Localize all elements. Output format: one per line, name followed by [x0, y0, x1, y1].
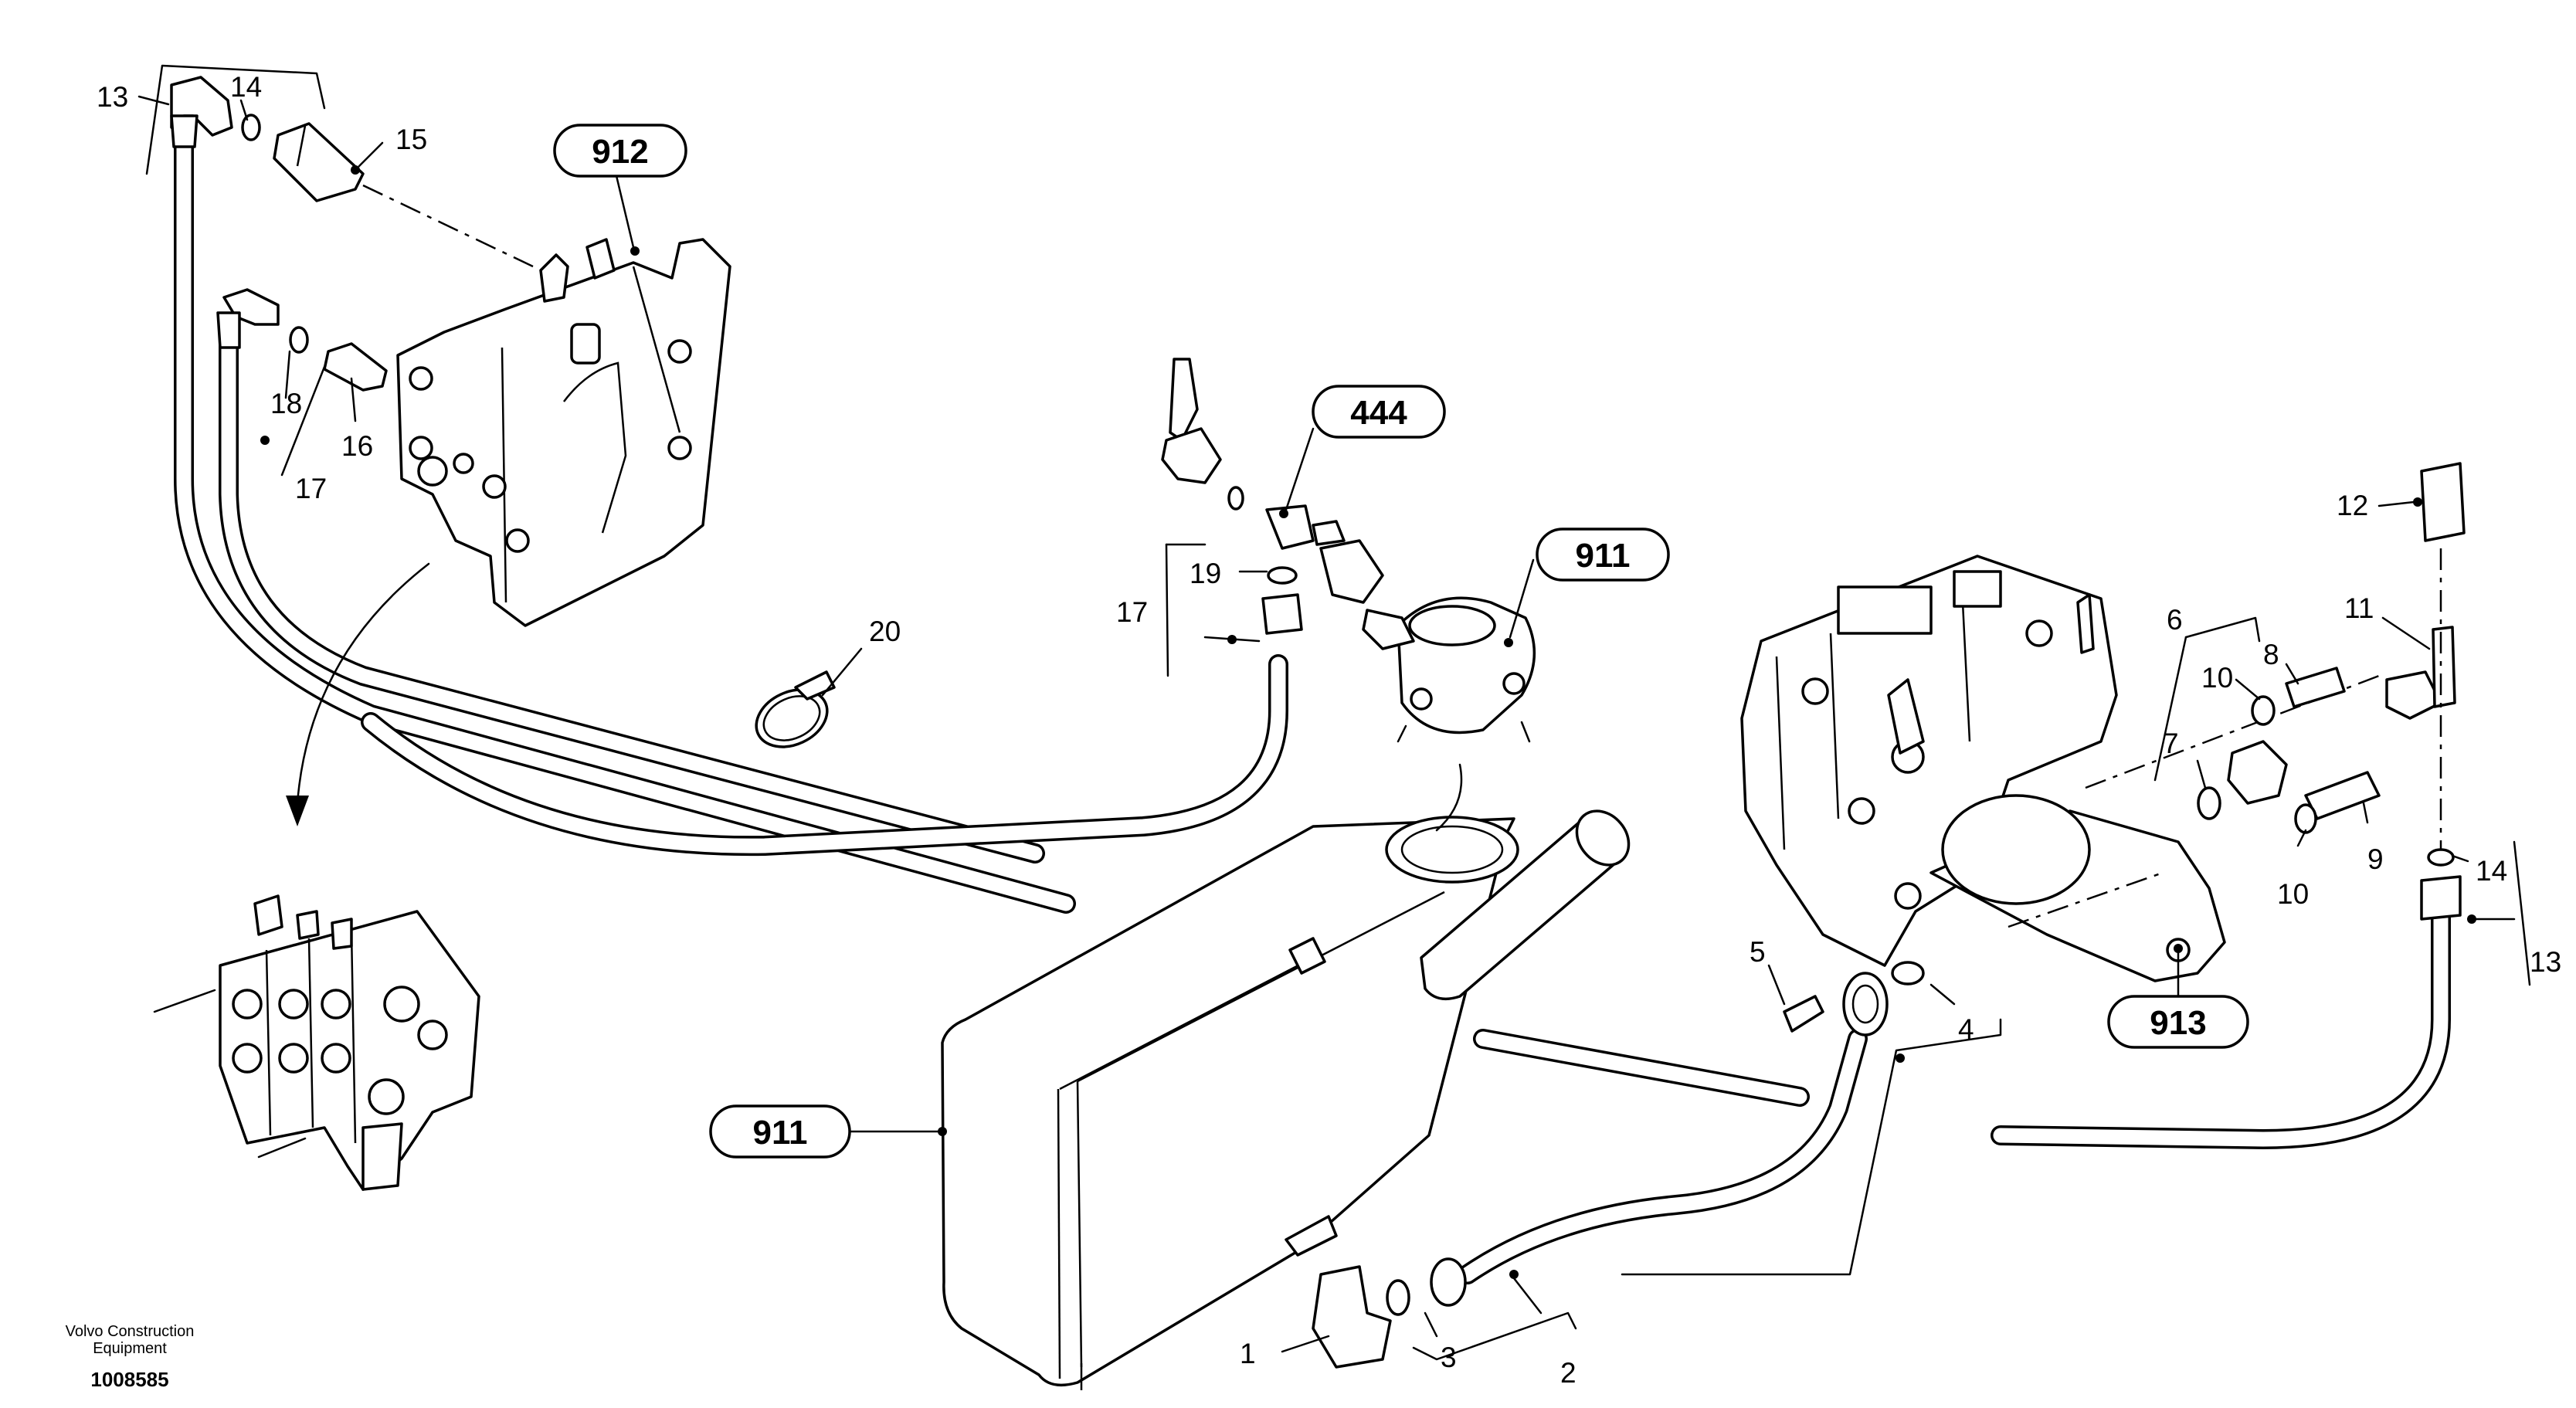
callout-12: 12 — [2337, 490, 2368, 521]
callout-15: 15 — [395, 124, 427, 155]
valve-bank — [153, 894, 480, 1191]
leader-lines — [137, 64, 2531, 1361]
group-ref-911-tank: 911 — [709, 1104, 851, 1159]
group-ref-911-top: 911 — [1536, 528, 1670, 582]
group-ref-912: 912 — [553, 124, 687, 178]
tank-outlet-fittings — [1312, 1257, 1467, 1369]
callout-10-top: 10 — [2201, 662, 2233, 694]
hydraulic-tank — [941, 809, 1631, 1390]
callout-3: 3 — [1441, 1342, 1457, 1373]
callout-20: 20 — [869, 616, 901, 647]
footer: Volvo Construction Equipment 1008585 — [66, 1323, 195, 1391]
drawing-number: 1008585 — [90, 1368, 168, 1391]
callout-14-right: 14 — [2476, 855, 2507, 887]
fittings-top-left — [170, 76, 534, 392]
callout-13-right: 13 — [2530, 946, 2561, 978]
callout-19: 19 — [1190, 558, 1221, 589]
callout-17-middle: 17 — [1116, 596, 1148, 628]
group-ref-913-label: 913 — [2150, 1004, 2206, 1042]
callout-4: 4 — [1958, 1013, 1974, 1045]
group-ref-911-tank-label: 911 — [753, 1114, 808, 1152]
callout-17-left: 17 — [295, 473, 327, 504]
callout-2: 2 — [1560, 1357, 1576, 1389]
group-ref-912-label: 912 — [592, 133, 648, 171]
control-valve-912 — [396, 238, 731, 627]
hoses — [174, 114, 2451, 1284]
callout-18: 18 — [270, 388, 302, 419]
group-ref-444: 444 — [1312, 385, 1446, 439]
filter-assembly — [755, 358, 1536, 832]
group-ref-911-top-label: 911 — [1576, 537, 1631, 575]
callout-14-top: 14 — [230, 71, 262, 103]
hydraulic-pump-913 — [1740, 462, 2466, 1036]
callout-8: 8 — [2263, 639, 2279, 670]
group-ref-913: 913 — [2107, 995, 2249, 1049]
group-ref-444-label: 444 — [1350, 394, 1407, 432]
callout-10-bottom: 10 — [2277, 878, 2309, 910]
callout-1: 1 — [1240, 1338, 1256, 1369]
callout-13-left: 13 — [97, 81, 128, 113]
callout-11: 11 — [2344, 592, 2374, 624]
footer-brand-line1: Volvo Construction — [66, 1323, 195, 1340]
detail-arrow — [296, 562, 430, 805]
callout-9: 9 — [2367, 843, 2384, 875]
callout-6: 6 — [2167, 604, 2183, 636]
callout-5: 5 — [1750, 936, 1766, 968]
callout-numbers: 13 14 15 18 16 17 20 19 17 6 8 10 7 9 10… — [97, 71, 2561, 1389]
callout-16: 16 — [341, 430, 373, 462]
footer-brand-line2: Equipment — [93, 1340, 167, 1357]
callout-7: 7 — [2163, 728, 2179, 759]
